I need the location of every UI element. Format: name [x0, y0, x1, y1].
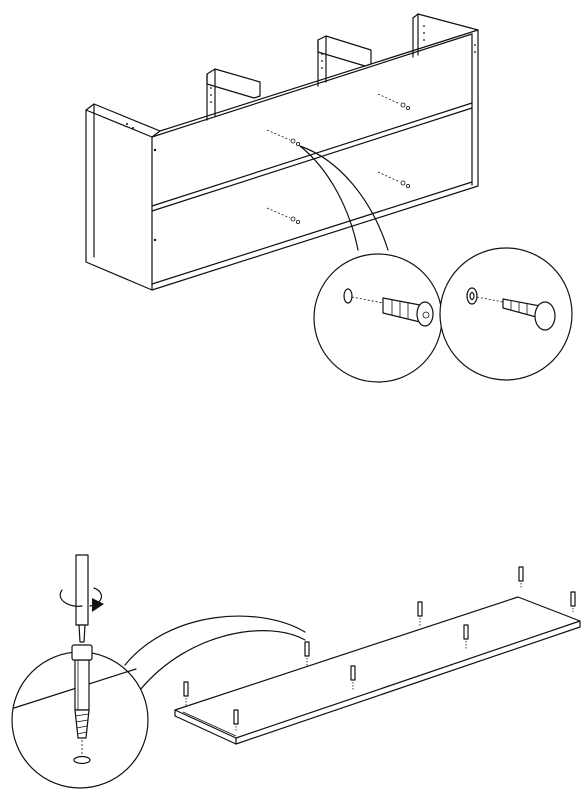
callout-line-step10-b — [139, 630, 306, 691]
cabinet-frame — [85, 13, 479, 291]
screwdriver-icon — [59, 554, 104, 643]
detail-circle-cam-lock — [313, 253, 443, 383]
detail-circle-cam-bolt — [11, 644, 149, 789]
cam-bolts — [183, 566, 576, 732]
callout-line-2 — [299, 145, 359, 251]
detail-circle-dowel — [439, 247, 573, 381]
callout-line-step10 — [124, 615, 306, 666]
callout-line — [299, 145, 389, 251]
cam-lock-markers — [266, 93, 410, 224]
shelf-holes — [126, 25, 476, 242]
board-panel — [174, 596, 581, 745]
